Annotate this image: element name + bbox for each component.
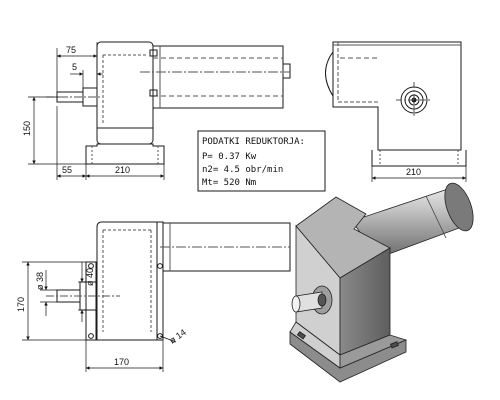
top-bolt-hole: [88, 333, 94, 339]
dim-40-label: ø 40: [85, 268, 95, 286]
front-motor-endcap: [282, 63, 291, 79]
dim-210-front-label: 210: [115, 165, 130, 175]
front-boss-bottom: [149, 89, 158, 97]
top-gearbox-body: [96, 221, 158, 341]
top-bolt-hole: [157, 263, 163, 269]
top-view: [46, 221, 291, 341]
specs-box: [197, 130, 326, 192]
isometric-3d-view: [289, 182, 474, 383]
dim-170-horizontal-label: 170: [114, 357, 129, 367]
front-gearbox-body: [96, 41, 154, 145]
dim-75-label: 75: [66, 45, 76, 55]
iso-shaft-end: [291, 295, 301, 313]
front-boss-top: [149, 49, 158, 57]
side-view: [325, 41, 467, 167]
dim-5-label: 5: [72, 62, 77, 72]
dim-14-label: ø 14: [167, 327, 187, 346]
front-motor: [152, 45, 284, 109]
dim-38-label: ø 38: [35, 272, 45, 290]
front-base-foot: [85, 143, 165, 165]
iso-foot-slot: [389, 341, 399, 349]
top-base-right: [156, 221, 164, 341]
specs-torque: Mt= 520 Nm: [202, 178, 256, 188]
side-base: [371, 150, 467, 167]
side-gearbox-body: [332, 41, 462, 151]
specs-power: P= 0.37 Kw: [202, 152, 257, 162]
dim-210-side-label: 210: [406, 167, 421, 177]
specs-speed: n2= 4.5 obr/min: [202, 165, 283, 175]
front-view-dimensions: [28, 42, 165, 180]
iso-motor-end: [444, 182, 474, 232]
top-bolt-hole: [157, 333, 163, 339]
top-view-dimensions: [22, 261, 177, 372]
top-base-flange: [85, 261, 97, 341]
side-view-dimensions: [371, 166, 467, 182]
side-fan-cover: [325, 51, 334, 97]
dim-170-vertical-label: 170: [16, 297, 26, 312]
dim-150-label: 150: [22, 121, 32, 136]
dim-55-label: 55: [62, 165, 72, 175]
specs-title: PODATKI REDUKTORJA:: [202, 137, 305, 147]
top-bolt-hole: [88, 263, 94, 269]
iso-foot-slot: [296, 331, 306, 340]
